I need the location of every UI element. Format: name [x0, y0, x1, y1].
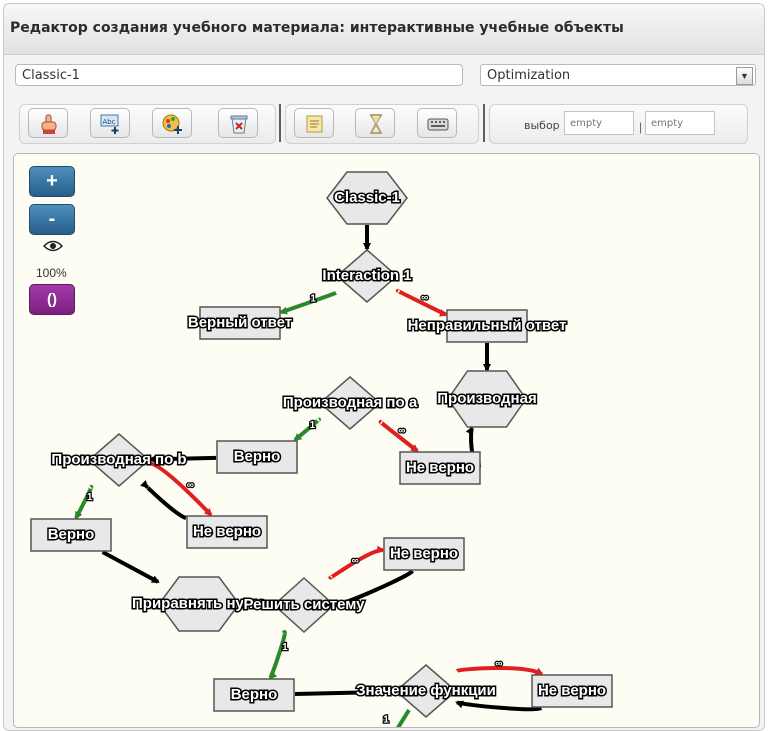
hand-pointer-icon — [41, 114, 57, 134]
graph-node-diamond[interactable]: Значение функции — [355, 664, 497, 718]
edge-label: ∞ — [421, 292, 428, 303]
select-tool-button[interactable] — [28, 108, 68, 138]
node-label: Верно — [231, 686, 278, 703]
delete-button[interactable] — [218, 108, 258, 138]
graph-edge[interactable] — [101, 550, 160, 584]
graph-edge[interactable] — [455, 665, 544, 676]
scroll-icon — [306, 115, 323, 133]
graph-edge[interactable] — [455, 700, 543, 712]
node-label: Неправильный ответ — [408, 317, 567, 334]
add-text-button[interactable]: Abc — [90, 108, 130, 138]
edge-label: ∞ — [398, 426, 405, 437]
graph-node-rect[interactable]: Не верно — [399, 451, 481, 485]
node-label: Не верно — [390, 545, 458, 562]
graph-node-rect[interactable]: Не верно — [383, 537, 465, 571]
node-label: Решить систему — [243, 596, 365, 613]
selection-separator: | — [639, 120, 643, 134]
node-label: Верный ответ — [188, 314, 292, 331]
keyboard-icon — [427, 118, 449, 131]
graph-edge[interactable] — [394, 708, 411, 727]
graph-edge[interactable] — [140, 479, 187, 520]
graph-edge[interactable] — [149, 461, 213, 517]
edge-label: ∞ — [352, 556, 359, 567]
selection-label: выбор — [524, 119, 560, 132]
toolbar-separator — [483, 104, 485, 142]
node-label: Производная по a — [283, 394, 418, 411]
node-label: Значение функции — [356, 682, 496, 699]
add-text-icon: Abc — [100, 114, 119, 134]
graph-node-diamond[interactable]: Решить систему — [242, 576, 367, 634]
graph-node-rect[interactable]: Верно — [30, 518, 112, 552]
svg-text:Abc: Abc — [102, 118, 115, 126]
window-title: Редактор создания учебного материала: ин… — [10, 20, 624, 36]
selection-from-input[interactable] — [564, 111, 634, 135]
graph-edge[interactable] — [268, 630, 287, 680]
selection-to-input[interactable] — [645, 111, 715, 135]
graph-node-rect[interactable]: Не верно — [186, 515, 268, 549]
graph-edge[interactable] — [148, 455, 217, 464]
edge-label: 1 — [282, 642, 288, 653]
hourglass-icon — [370, 114, 382, 134]
node-label: Не верно — [193, 523, 261, 540]
graph-node-hexagon[interactable]: Classic-1 — [326, 171, 408, 225]
node-label: Производная — [437, 390, 536, 407]
mode-select-value: Optimization — [487, 68, 571, 83]
add-object-button[interactable] — [152, 108, 192, 138]
graph-edge[interactable] — [294, 687, 397, 697]
edge-label: ∞ — [187, 480, 194, 491]
graph-node-rect[interactable]: Верный ответ — [186, 306, 294, 340]
node-label: Не верно — [406, 459, 474, 476]
zoom-out-button[interactable]: - — [29, 204, 75, 235]
title-bar: Редактор создания учебного материала: ин… — [4, 4, 764, 55]
graph-node-rect[interactable]: Неправильный ответ — [406, 309, 568, 343]
graph-node-rect[interactable]: Не верно — [531, 674, 613, 708]
add-palette-icon — [162, 114, 182, 134]
node-label: Верно — [48, 526, 95, 543]
graph-node-diamond[interactable]: Производная по b — [50, 433, 188, 487]
graph-node-hexagon[interactable]: Производная — [436, 370, 538, 428]
mode-select[interactable]: Optimization ▼ — [480, 64, 756, 86]
edge-label: 1 — [310, 294, 316, 305]
edge-label: 1 — [87, 492, 93, 503]
node-label: Не верно — [538, 682, 606, 699]
eye-icon[interactable] — [43, 239, 63, 253]
zoom-level: 100% — [36, 266, 67, 280]
node-label: Приравнять нулю — [132, 595, 266, 612]
graph-edge[interactable] — [293, 417, 322, 442]
graph-node-diamond[interactable]: Interaction 1 — [321, 249, 413, 303]
graph-node-rect[interactable]: Верно — [216, 440, 298, 474]
graph-node-rect[interactable]: Верно — [213, 678, 295, 712]
node-label: Верно — [234, 448, 281, 465]
toolbar-separator — [279, 104, 281, 142]
chevron-down-icon[interactable]: ▼ — [736, 67, 753, 85]
input-button[interactable] — [417, 108, 457, 138]
graph-edge[interactable] — [328, 545, 385, 580]
material-name-input[interactable] — [15, 64, 463, 86]
edge-label: ∞ — [495, 659, 502, 670]
delete-bin-icon — [230, 115, 248, 134]
node-label: Classic-1 — [334, 189, 400, 206]
node-label: Производная по b — [51, 451, 186, 468]
graph-node-hexagon[interactable]: Приравнять нулю — [131, 576, 268, 632]
graph-edge[interactable] — [279, 291, 337, 315]
scroll-button[interactable] — [294, 108, 334, 138]
graph-edge[interactable] — [333, 569, 415, 609]
zoom-in-button[interactable]: + — [29, 166, 75, 197]
graph-node-diamond[interactable]: Производная по a — [281, 376, 419, 430]
node-label: Interaction 1 — [322, 267, 411, 284]
editor-window: Редактор создания учебного материала: ин… — [3, 3, 765, 731]
timer-button[interactable] — [355, 108, 395, 138]
auto-layout-button[interactable]: () — [29, 284, 75, 315]
edge-label: 1 — [310, 420, 316, 431]
edge-label: 1 — [383, 715, 389, 726]
